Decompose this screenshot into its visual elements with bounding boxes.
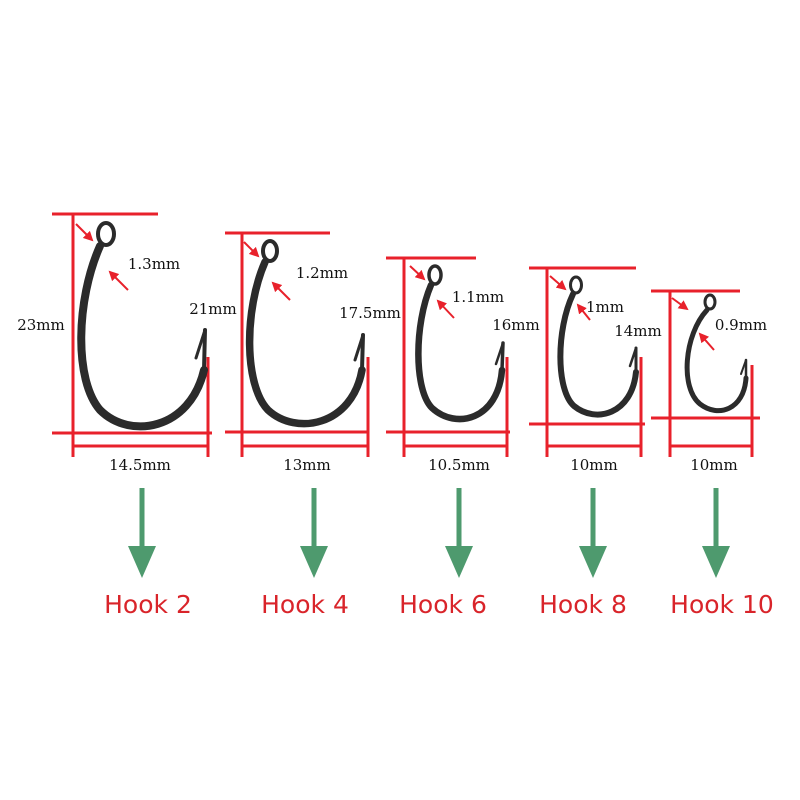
hook-2-wire-arrows	[75, 223, 129, 291]
hook-8-image	[557, 275, 639, 418]
hook-2-image	[77, 221, 208, 431]
hook-6-length-label: 17.5mm	[339, 304, 401, 322]
hook-2-down-arrow-icon	[128, 488, 156, 578]
hook-4-dimension-frame	[225, 231, 370, 457]
hook-10-width-label: 10mm	[690, 456, 738, 474]
hook-2-wire-label: 1.3mm	[128, 255, 180, 273]
hook-8-down-arrow-icon	[579, 488, 607, 578]
hook-6-dimension-frame	[386, 256, 510, 457]
hook-6-wire-label: 1.1mm	[452, 288, 504, 306]
hook-4-wire-label: 1.2mm	[296, 264, 348, 282]
hook-2-dimension-frame	[52, 212, 212, 457]
hook-4-length-label: 21mm	[189, 300, 237, 318]
hook-2-length-label: 23mm	[17, 316, 65, 334]
hook-10-wire-arrows	[671, 297, 715, 351]
hook-8-group: 16mm 10mm 1mm Hook 8	[492, 266, 645, 619]
hook-10-length-label: 14mm	[614, 322, 662, 340]
hook-6-image	[415, 264, 506, 423]
hook-2-label: Hook 2	[104, 590, 192, 619]
hook-10-label: Hook 10	[670, 590, 774, 619]
hook-10-dimension-frame	[651, 289, 760, 457]
hook-10-group: 14mm 10mm 0.9mm Hook 10	[614, 289, 774, 619]
hook-6-width-label: 10.5mm	[428, 456, 490, 474]
hook-8-wire-label: 1mm	[586, 298, 624, 316]
hook-2-width-label: 14.5mm	[109, 456, 171, 474]
hook-8-width-label: 10mm	[570, 456, 618, 474]
hook-8-wire-arrows	[549, 275, 591, 321]
hook-6-down-arrow-icon	[445, 488, 473, 578]
hook-8-label: Hook 8	[539, 590, 627, 619]
hook-6-wire-arrows	[409, 265, 455, 319]
hook-4-group: 21mm 13mm 1.2mm Hook 4	[189, 231, 370, 619]
hook-10-wire-label: 0.9mm	[715, 316, 767, 334]
hook-8-length-label: 16mm	[492, 316, 540, 334]
hook-8-dimension-frame	[529, 266, 645, 457]
hook-10-image	[684, 293, 749, 414]
hook-2-group: 23mm 14.5mm 1.3mm Hook 2	[17, 212, 212, 619]
hook-4-label: Hook 4	[261, 590, 349, 619]
hook-10-down-arrow-icon	[702, 488, 730, 578]
hook-6-label: Hook 6	[399, 590, 487, 619]
hook-4-width-label: 13mm	[283, 456, 331, 474]
hook-4-wire-arrows	[243, 241, 291, 301]
hook-6-group: 17.5mm 10.5mm 1.1mm Hook 6	[339, 256, 510, 619]
hook-4-down-arrow-icon	[300, 488, 328, 578]
hook-4-image	[245, 239, 366, 428]
